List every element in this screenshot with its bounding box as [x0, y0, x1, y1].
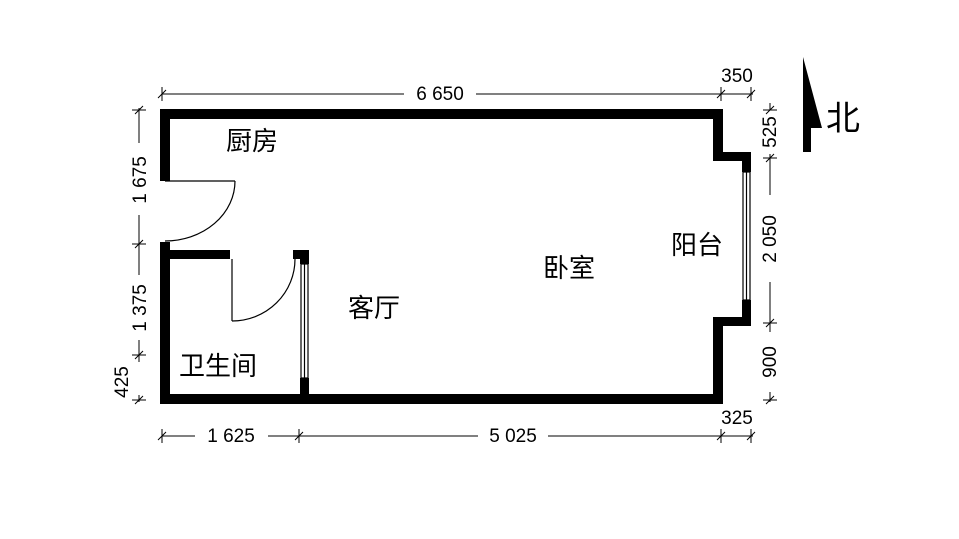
dimension-left: 1 675 1 375 425	[112, 105, 151, 405]
dim-top-tick-3	[746, 89, 756, 99]
room-label-living: 客厅	[348, 294, 400, 324]
wall-right-jamb-top	[742, 152, 751, 172]
dim-right-tick-1	[765, 105, 775, 115]
dim-left-tick-4	[134, 395, 144, 405]
wall-bathroom-right-top	[300, 250, 309, 264]
wall-right-upper	[713, 109, 723, 159]
dim-left-tick-1	[134, 105, 144, 115]
room-labels: 厨房 客厅 卧室 阳台 卫生间	[179, 127, 723, 382]
dim-right-tick-2	[765, 153, 775, 163]
wall-bathroom-top	[160, 250, 230, 259]
wall-right-notch-bottom	[713, 317, 751, 326]
dim-right-window: 2 050	[760, 215, 781, 263]
dim-top-main: 6 650	[416, 84, 464, 105]
dim-bottom-tick-1	[157, 431, 167, 441]
dim-left-tick-2	[134, 239, 144, 249]
dimension-bottom: 1 625 5 025 325	[157, 408, 756, 447]
room-label-bathroom: 卫生间	[179, 352, 257, 382]
dimension-right: 525 2 050 900	[760, 103, 781, 405]
wall-left-upper	[160, 109, 170, 181]
dim-right-tick-4	[765, 395, 775, 405]
north-arrow-icon	[803, 57, 822, 152]
dim-bottom-balcony: 325	[721, 408, 753, 429]
dim-left-bath: 1 375	[130, 284, 151, 332]
dim-left-tick-3	[134, 350, 144, 360]
dim-bottom-main: 5 025	[489, 426, 537, 447]
dim-bottom-bath: 1 625	[207, 426, 255, 447]
wall-right-jamb-bottom	[742, 300, 751, 326]
wall-bathroom-right-bottom	[300, 378, 309, 404]
north-label: 北	[826, 99, 860, 139]
room-label-balcony: 阳台	[671, 231, 723, 261]
bathroom-door-swing	[231, 258, 296, 322]
wall-bottom	[160, 394, 722, 404]
room-label-kitchen: 厨房	[226, 127, 278, 157]
dimension-top: 6 650 350	[157, 66, 756, 105]
wall-right-notch-top	[713, 152, 751, 161]
dim-right-top: 525	[760, 116, 781, 148]
room-label-bedroom: 卧室	[543, 254, 595, 284]
wall-right-lower	[713, 317, 723, 404]
dim-right-bottom: 900	[760, 346, 781, 378]
dim-left-bottom: 425	[112, 366, 133, 398]
north-arrow: 北	[803, 57, 860, 152]
dim-top-balcony: 350	[721, 66, 753, 87]
dim-bottom-tick-3	[716, 431, 726, 441]
wall-top	[160, 109, 722, 119]
openings	[164, 171, 751, 379]
dim-left-kitchen: 1 675	[130, 156, 151, 204]
walls	[160, 109, 751, 404]
dim-right-tick-3	[765, 318, 775, 328]
dim-bottom-tick-4	[746, 431, 756, 441]
dim-bottom-tick-2	[294, 431, 304, 441]
dim-top-tick-1	[157, 89, 167, 99]
wall-left-lower	[160, 242, 170, 404]
entry-door-swing	[164, 180, 236, 242]
dim-top-tick-2	[716, 89, 726, 99]
